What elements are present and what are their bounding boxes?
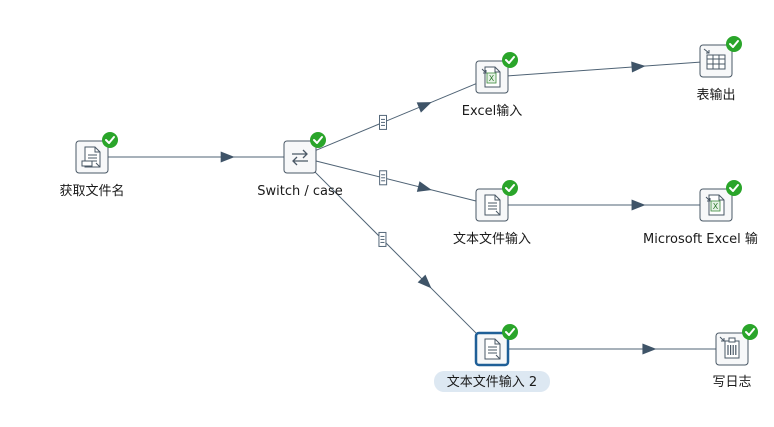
step-ms-excel-output[interactable]: X Microsoft Excel 输: [643, 180, 758, 247]
text-file-icon: [484, 338, 501, 360]
hop-line[interactable]: [315, 160, 477, 202]
hop-arrow-icon: [631, 61, 646, 73]
step-label: Microsoft Excel 输: [643, 231, 758, 247]
hop-switch-case-to-excel-input[interactable]: [314, 82, 478, 152]
step-get-filenames[interactable]: 获取文件名: [59, 132, 125, 199]
ok-check-icon: [742, 324, 758, 340]
case-hop-icon: [379, 114, 388, 130]
hop-get-filenames-to-switch-case[interactable]: [108, 151, 284, 163]
hop-text-file-input-2-to-write-log[interactable]: [508, 343, 716, 355]
table-grid-icon: [703, 48, 726, 70]
selected-label-highlight: [434, 371, 550, 392]
step-label: 获取文件名: [59, 183, 124, 199]
ok-check-icon: [726, 36, 742, 52]
step-text-file-input-2[interactable]: 文本文件输入 2: [434, 324, 550, 392]
ok-check-icon: [310, 132, 326, 148]
case-hop-icon: [378, 231, 387, 247]
ok-check-icon: [502, 324, 518, 340]
ok-check-icon: [102, 132, 118, 148]
hop-line[interactable]: [507, 61, 701, 77]
excel-file-icon: X: [705, 194, 725, 216]
switch-arrows-icon: [292, 149, 308, 166]
file-list-icon: [81, 146, 101, 168]
hops-layer: [108, 61, 716, 355]
hop-arrow-icon: [416, 181, 432, 192]
svg-text:X: X: [489, 74, 495, 83]
step-write-log[interactable]: 写日志: [712, 324, 758, 390]
hop-switch-case-to-text-file-input-2[interactable]: [310, 167, 482, 339]
hop-line[interactable]: [310, 167, 482, 339]
step-label: 表输出: [696, 87, 735, 103]
ok-check-icon: [502, 52, 518, 68]
hop-arrow-icon: [642, 343, 657, 355]
step-excel-input[interactable]: X Excel输入: [462, 52, 522, 119]
hop-line[interactable]: [314, 82, 478, 152]
step-label: 写日志: [712, 375, 751, 390]
hop-arrow-icon: [416, 102, 432, 113]
step-label: Excel输入: [462, 103, 522, 119]
step-label: 文本文件输入 2: [447, 374, 537, 390]
excel-file-icon: X: [481, 66, 501, 88]
svg-text:X: X: [713, 202, 719, 211]
step-box[interactable]: [283, 140, 317, 174]
ok-check-icon: [726, 180, 742, 196]
step-label: Switch / case: [257, 184, 343, 199]
case-hop-icon: [379, 170, 388, 186]
text-file-icon: [484, 194, 501, 216]
hop-arrow-icon: [417, 274, 432, 289]
step-table-output[interactable]: 表输出: [696, 36, 742, 103]
step-label: 文本文件输入: [453, 231, 531, 247]
log-icon: [719, 336, 740, 359]
ok-check-icon: [502, 180, 518, 196]
hop-text-file-input-to-ms-excel-output[interactable]: [508, 199, 700, 211]
hop-arrow-icon: [631, 199, 646, 211]
step-switch-case[interactable]: Switch / case: [257, 132, 343, 199]
step-text-file-input[interactable]: 文本文件输入: [453, 180, 531, 247]
hop-arrow-icon: [220, 151, 235, 163]
hop-excel-input-to-table-output[interactable]: [507, 61, 701, 77]
hop-switch-case-to-text-file-input[interactable]: [315, 160, 477, 202]
